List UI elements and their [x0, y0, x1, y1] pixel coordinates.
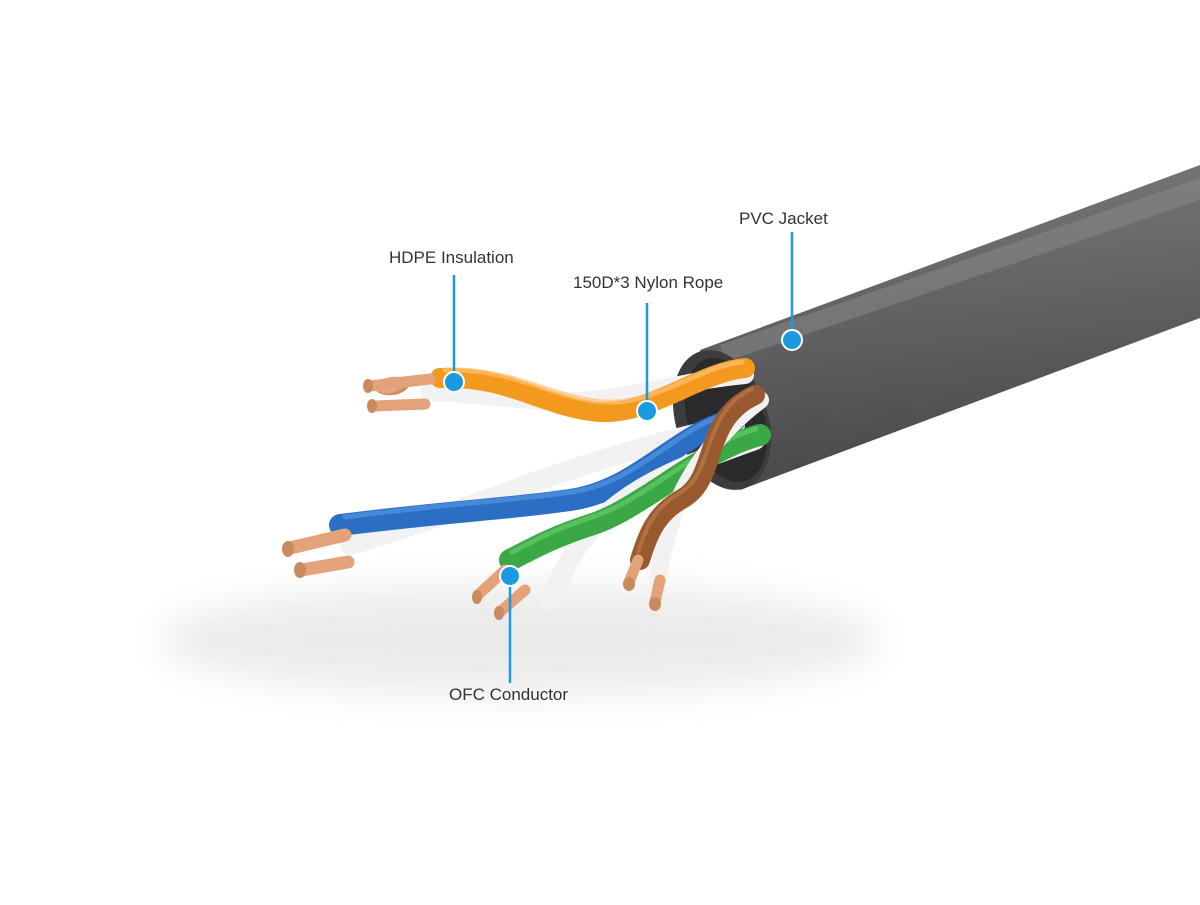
hdpe-callout-dot — [443, 371, 465, 393]
nylon-callout-dot — [636, 400, 658, 422]
callout-lines — [452, 232, 794, 683]
ofc-conductor-label: OFC Conductor — [449, 685, 569, 704]
hdpe-insulation-label: HDPE Insulation — [389, 248, 514, 267]
ground-shadow — [160, 585, 880, 695]
callout-dots — [443, 329, 803, 587]
pvc-jacket-label: PVC Jacket — [739, 209, 828, 228]
brown-pair — [623, 385, 769, 611]
ofc-callout-dot — [499, 565, 521, 587]
nylon-rope-label: 150D*3 Nylon Rope — [573, 273, 724, 292]
orange-pair — [363, 358, 755, 423]
pvc-callout-dot — [781, 329, 803, 351]
blue-pair — [282, 409, 746, 578]
